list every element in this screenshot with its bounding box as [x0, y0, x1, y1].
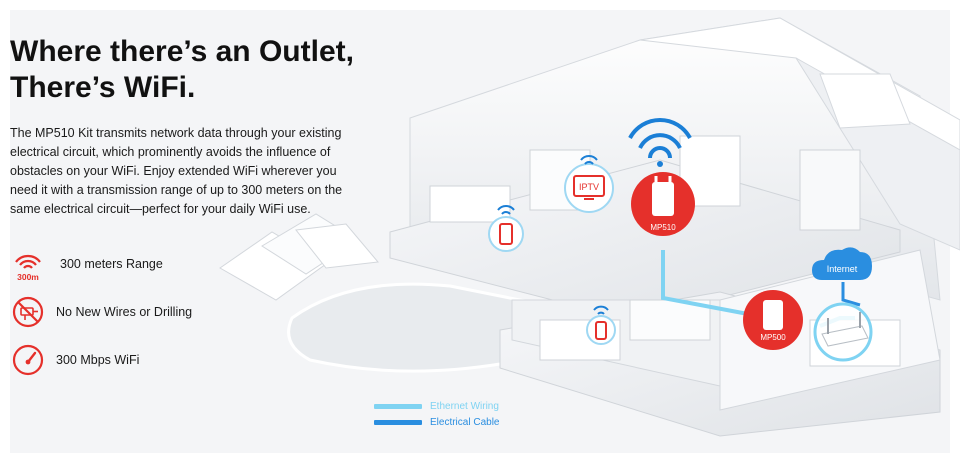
mp510-wifi-icon [628, 118, 692, 167]
internet-cloud-icon: Internet [812, 247, 872, 280]
phone-lower-wifi-icon [593, 305, 609, 315]
router-device [813, 302, 873, 362]
feature-label-speed: 300 Mbps WiFi [56, 353, 140, 367]
headline-line-1: Where there’s an Outlet, [10, 35, 354, 68]
speedometer-icon [10, 342, 46, 378]
legend-electrical-swatch [374, 419, 422, 425]
description: The MP510 Kit transmits network data thr… [10, 126, 343, 216]
phone-lower [586, 305, 616, 345]
legend: Ethernet Wiring Electrical Cable [374, 398, 499, 430]
mp510-label: MP510 [650, 223, 676, 232]
feature-label-range: 300 meters Range [60, 257, 163, 271]
feature-range: 300m 300 meters Range [10, 246, 163, 282]
patio [219, 213, 538, 373]
range-300m-icon: 300m [10, 246, 46, 282]
legend-electrical: Electrical Cable [374, 414, 499, 430]
phone-upper-wifi-icon [497, 205, 515, 215]
house-diagram: IPTV MP510 [219, 17, 960, 437]
iptv-device: IPTV [564, 155, 614, 213]
mp500-device: MP500 [743, 290, 803, 350]
mp510-device: MP510 [628, 118, 695, 236]
internet-label: Internet [827, 264, 858, 274]
no-drilling-icon [10, 294, 46, 330]
phone-upper [488, 205, 524, 252]
iptv-label: IPTV [579, 182, 599, 192]
legend-ethernet: Ethernet Wiring [374, 398, 499, 414]
feature-no-wires: No New Wires or Drilling [10, 294, 192, 330]
legend-electrical-label: Electrical Cable [430, 416, 500, 428]
feature-label-no-wires: No New Wires or Drilling [56, 305, 193, 319]
feature-speed: 300 Mbps WiFi [10, 342, 139, 378]
electrical-cable [841, 282, 861, 307]
headline-line-2: There’s WiFi. [10, 71, 196, 104]
iptv-wifi-icon [580, 155, 598, 165]
legend-ethernet-swatch [374, 403, 422, 409]
range-icon-text: 300m [17, 272, 39, 282]
headline: Where there’s an Outlet, There’s WiFi. [10, 34, 410, 106]
legend-ethernet-label: Ethernet Wiring [430, 400, 499, 412]
mp500-label: MP500 [760, 333, 786, 342]
